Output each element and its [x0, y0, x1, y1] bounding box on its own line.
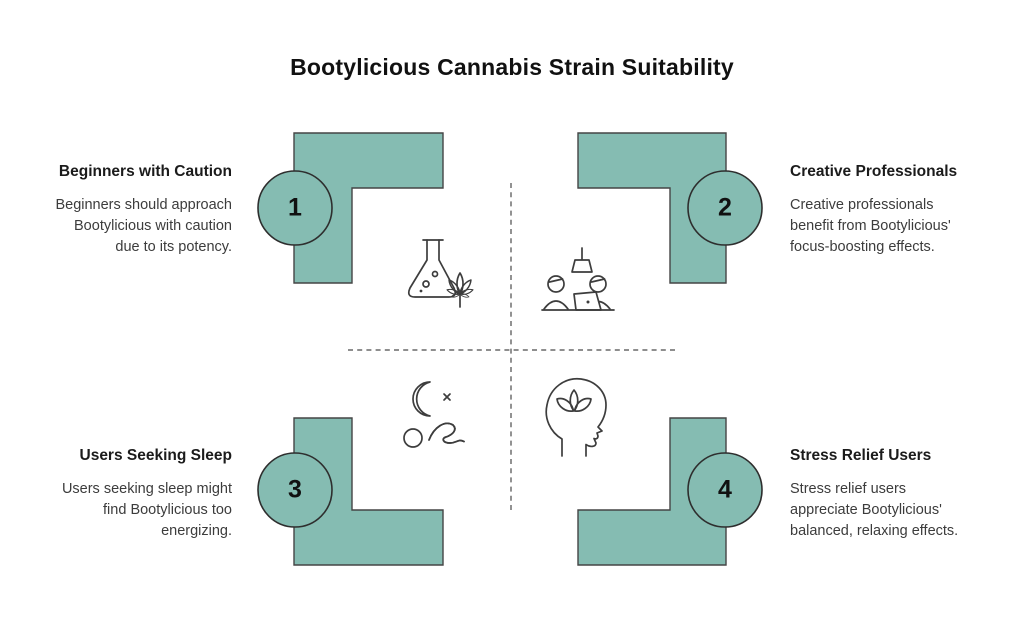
item-3-description: Users seeking sleep might find Bootylici… — [61, 481, 232, 539]
step-number-4: 4 — [718, 475, 732, 504]
quadrant-1-shape — [293, 132, 444, 284]
quadrant-2-shape — [577, 132, 727, 284]
quadrant-4-shape — [577, 417, 727, 566]
item-3-title: Users Seeking Sleep — [79, 447, 233, 464]
item-4-textblock: Stress Relief Users Stress relief users … — [790, 446, 1002, 541]
item-2-description: Creative professionals benefit from Boot… — [790, 197, 951, 255]
flask-outline — [407, 239, 457, 298]
lamp-shade — [571, 259, 593, 273]
step-circle-1 — [257, 170, 333, 246]
item-2-title: Creative Professionals — [790, 163, 958, 180]
cannabis-leaf — [445, 272, 475, 308]
collaboration-desk-icon — [541, 247, 615, 311]
item-2-textblock: Creative Professionals Creative professi… — [790, 162, 1002, 257]
item-4-description: Stress relief users appreciate Bootylici… — [790, 481, 959, 539]
person-shoulders — [543, 300, 569, 310]
step-number-1: 1 — [288, 193, 302, 222]
page-title: Bootylicious Cannabis Strain Suitability — [290, 54, 734, 80]
head-lotus-icon — [545, 377, 607, 457]
step-number-3: 3 — [288, 475, 302, 504]
crescent-moon — [412, 381, 431, 417]
item-4-title: Stress Relief Users — [790, 447, 932, 464]
moon-sleeper-icon — [403, 381, 465, 448]
sleep-star — [443, 393, 451, 401]
head-profile — [545, 377, 607, 457]
quadrant-3-shape — [293, 417, 444, 566]
step-circle-2 — [687, 170, 763, 246]
item-1-textblock: Beginners with Caution Beginners should … — [20, 162, 232, 257]
sleeper-head — [403, 428, 423, 448]
step-circle-4 — [687, 452, 763, 528]
item-1-title: Beginners with Caution — [58, 163, 232, 180]
item-1-description: Beginners should approach Bootylicious w… — [55, 197, 232, 255]
lotus-flower — [556, 389, 592, 412]
step-number-2: 2 — [718, 193, 732, 222]
step-circle-3 — [257, 452, 333, 528]
item-3-textblock: Users Seeking Sleep Users seeking sleep … — [20, 446, 232, 541]
flask-cannabis-icon — [407, 239, 475, 308]
